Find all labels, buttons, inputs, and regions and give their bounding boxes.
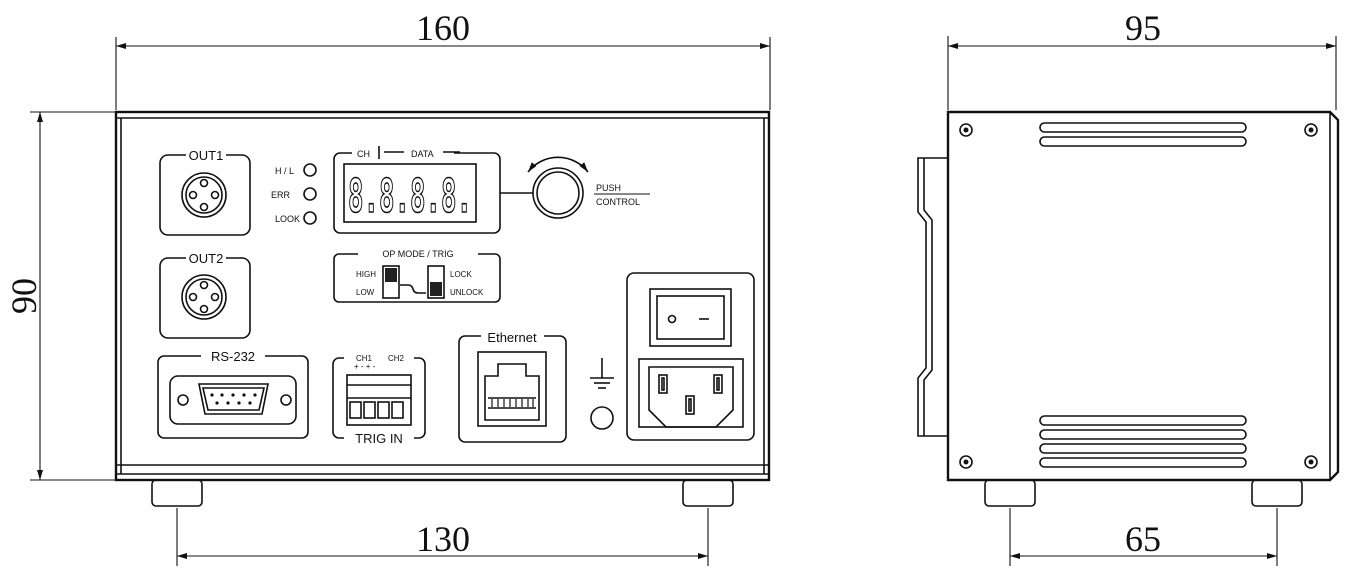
trig-lock-label: LOCK	[450, 270, 472, 279]
knob-push-label: PUSH	[596, 183, 621, 193]
out1-label: OUT1	[189, 148, 224, 163]
trig-unlock-label: UNLOCK	[450, 288, 484, 297]
trig-in-terminal[interactable]: CH1 CH2 + - + - TRIG IN	[332, 352, 426, 446]
side-foot-right	[1251, 479, 1303, 507]
side-vents-top	[1039, 122, 1247, 147]
knob-control-label: CONTROL	[596, 197, 640, 207]
ground-icon	[590, 358, 614, 389]
status-leds: H / L ERR LOOK	[271, 163, 317, 225]
side-screw-bottom-right	[1304, 455, 1318, 469]
op-mode-trig-switches: OP MODE / TRIG HIGH LOW LOCK UNLOCK	[333, 247, 501, 303]
op-mode-slide-switch[interactable]	[382, 265, 400, 299]
dimension-foot-spacing-side: 65	[1009, 508, 1278, 566]
out1-connector: OUT1	[159, 148, 251, 236]
trig-pin-marks: + - + -	[354, 362, 376, 371]
trig-ch1-label: CH1	[356, 354, 373, 363]
out2-connector: OUT2	[159, 251, 251, 339]
dim-side-depth-label: 95	[1125, 8, 1161, 48]
control-knob[interactable]: PUSH CONTROL	[500, 156, 650, 219]
trig-ch2-label: CH2	[388, 354, 405, 363]
power-switch-icon[interactable]	[649, 288, 732, 347]
side-view	[917, 110, 1340, 507]
iec-power-inlet-icon	[638, 358, 744, 428]
side-screw-top-left	[959, 123, 973, 137]
dim-front-height-label: 90	[4, 278, 44, 314]
dim-foot-spacing-side-label: 65	[1125, 519, 1161, 559]
op-mode-low-label: LOW	[356, 288, 375, 297]
trig-slide-switch[interactable]	[427, 265, 445, 299]
led-look-label: LOOK	[275, 214, 300, 224]
led-err-label: ERR	[271, 190, 291, 200]
ethernet-label: Ethernet	[487, 330, 537, 345]
led-hl-indicator	[303, 163, 317, 177]
op-mode-high-label: HIGH	[356, 270, 376, 279]
power-section	[626, 272, 755, 441]
dimension-foot-spacing-front: 130	[176, 508, 709, 566]
front-foot-left	[151, 479, 203, 507]
display-digits: 8.8.8.8.	[348, 169, 472, 223]
led-look-indicator	[303, 211, 317, 225]
dimension-front-height: 90	[4, 111, 118, 481]
dim-foot-spacing-front-label: 130	[416, 519, 470, 559]
rs232-port[interactable]: RS-232	[157, 349, 309, 439]
rotate-arrow-icon	[527, 156, 589, 173]
dimension-side-depth: 95	[947, 8, 1337, 110]
led-hl-label: H / L	[275, 166, 294, 176]
side-vents-bottom	[1039, 415, 1247, 468]
dim-front-width-label: 160	[416, 8, 470, 48]
front-view: OUT1 OUT2 H / L ERR LOOK	[114, 110, 771, 507]
op-mode-title: OP MODE / TRIG	[382, 249, 453, 259]
rs232-label: RS-232	[211, 349, 255, 364]
out2-label: OUT2	[189, 251, 224, 266]
side-screw-bottom-left	[959, 455, 973, 469]
ethernet-port[interactable]: Ethernet	[458, 330, 567, 443]
display-data-label: DATA	[411, 149, 434, 159]
side-foot-left	[984, 479, 1036, 507]
led-err-indicator	[303, 187, 317, 201]
side-screw-top-right	[1304, 123, 1318, 137]
front-foot-right	[682, 479, 734, 507]
dimension-front-width: 160	[115, 8, 771, 110]
ground-terminal[interactable]	[590, 358, 614, 430]
trig-in-label: TRIG IN	[355, 431, 403, 446]
display-ch-label: CH	[357, 149, 370, 159]
seven-segment-display: CH DATA 8.8.8.8.	[333, 146, 501, 234]
